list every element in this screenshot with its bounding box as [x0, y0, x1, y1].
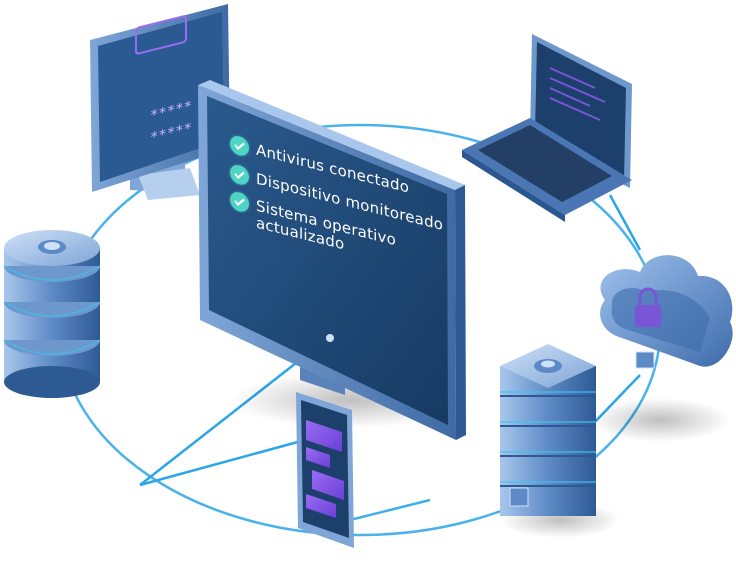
check-icon: [230, 162, 249, 187]
central-monitor: [198, 80, 466, 440]
laptop-icon: [462, 34, 632, 222]
password-monitor-icon: ***** *****: [90, 4, 230, 200]
checklist-item: Sistema operativo actualizado: [226, 189, 476, 286]
cloud-lock-icon: [600, 255, 733, 369]
checklist-item: Antivirus conectado: [226, 133, 476, 213]
server-rack-icon: [500, 344, 596, 516]
checklist-item: Dispositivo monitoreado: [226, 162, 476, 242]
smartphone-chat-icon: [296, 392, 354, 548]
check-icon: [230, 189, 249, 214]
database-icon: [3, 230, 101, 398]
status-checklist: Antivirus conectado Dispositivo monitore…: [226, 133, 476, 298]
check-icon: [230, 133, 249, 158]
